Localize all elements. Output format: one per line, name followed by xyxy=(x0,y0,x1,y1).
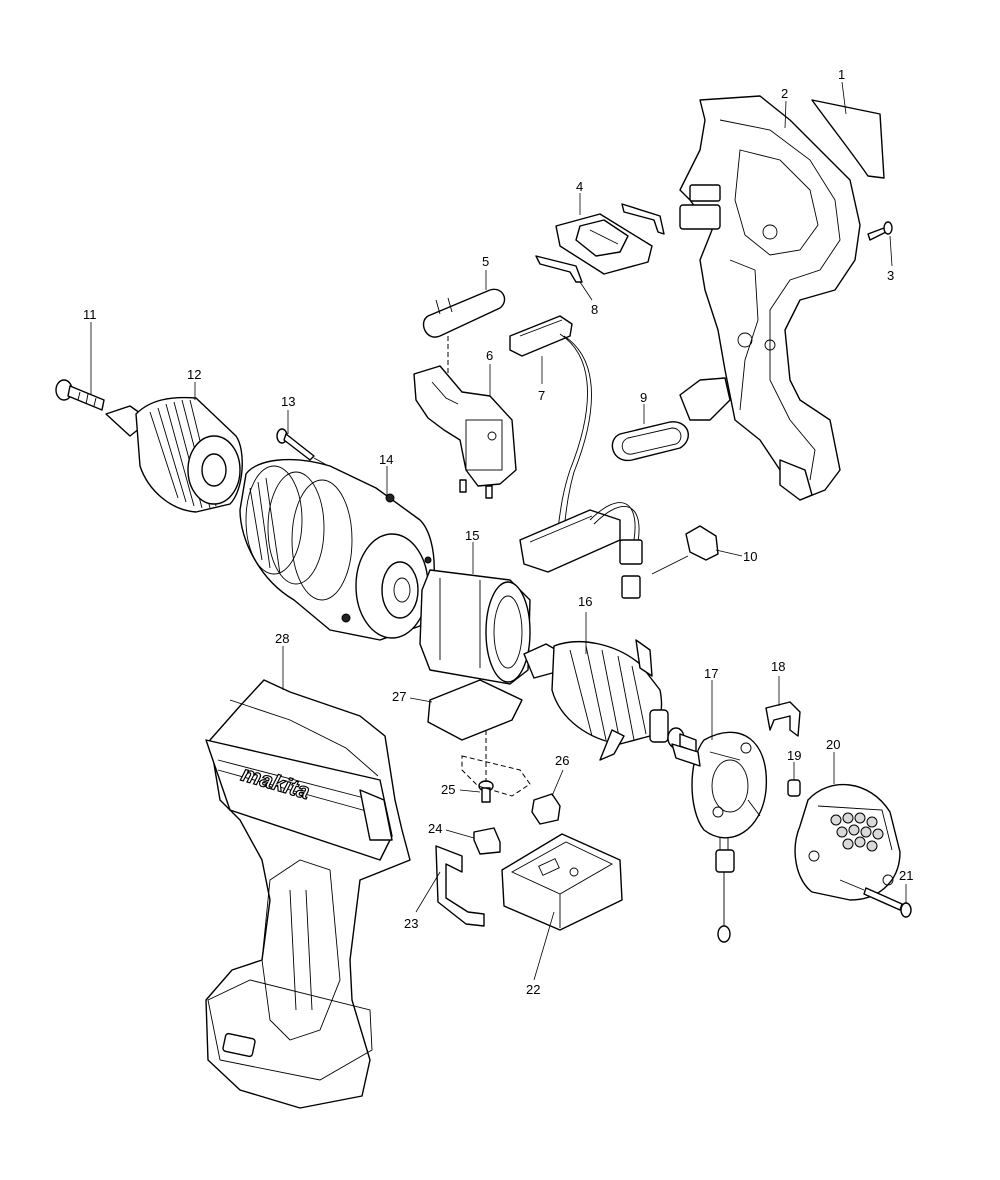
part-1-label xyxy=(811,81,885,179)
part-4-switch-lever xyxy=(555,193,653,275)
part-9-rubber-pad xyxy=(611,404,689,461)
part-6-switch xyxy=(413,364,517,499)
part-16-armature xyxy=(523,612,697,761)
callout-8: 8 xyxy=(591,302,598,317)
part-12-drill-chuck xyxy=(105,382,243,513)
part-18-clip xyxy=(765,676,801,737)
callout-22: 22 xyxy=(526,982,540,997)
callout-5: 5 xyxy=(482,254,489,269)
part-5-switch-cap xyxy=(422,270,506,378)
part-3-screw xyxy=(867,221,893,267)
callout-3: 3 xyxy=(887,268,894,283)
part-19-carbon-brush xyxy=(787,762,801,797)
callout-4: 4 xyxy=(576,179,583,194)
part-24-block xyxy=(445,827,501,855)
callout-2: 2 xyxy=(781,86,788,101)
part-7-led-circuit xyxy=(509,315,592,541)
callout-13: 13 xyxy=(281,394,295,409)
part-17-brush-holder xyxy=(671,680,768,943)
callout-15: 15 xyxy=(465,528,479,543)
callout-27: 27 xyxy=(392,689,406,704)
callout-6: 6 xyxy=(486,348,493,363)
callout-26: 26 xyxy=(555,753,569,768)
part-8-springs xyxy=(535,203,665,301)
callout-11: 11 xyxy=(83,307,97,322)
part-20-rear-cover xyxy=(794,752,901,901)
controller-assembly xyxy=(519,502,643,599)
callout-12: 12 xyxy=(187,367,201,382)
callout-10: 10 xyxy=(743,549,757,564)
callout-20: 20 xyxy=(826,737,840,752)
part-25-screw xyxy=(459,690,494,803)
callout-17: 17 xyxy=(704,666,718,681)
part-26-spacer xyxy=(531,769,564,825)
callout-24: 24 xyxy=(428,821,442,836)
callout-14: 14 xyxy=(379,452,393,467)
part-11-screw xyxy=(55,322,105,411)
part-27-pad xyxy=(409,679,531,797)
part-14-gear-assembly xyxy=(239,458,435,641)
callout-16: 16 xyxy=(578,594,592,609)
callout-18: 18 xyxy=(771,659,785,674)
callout-numbers: 1 2 3 4 5 6 7 8 9 10 11 12 13 14 15 16 1… xyxy=(83,67,913,997)
part-10-clip xyxy=(651,525,743,575)
callout-7: 7 xyxy=(538,388,545,403)
callout-28: 28 xyxy=(275,631,289,646)
part-23-terminal xyxy=(415,845,485,927)
callout-19: 19 xyxy=(787,748,801,763)
part-21-screw xyxy=(839,879,912,918)
callout-9: 9 xyxy=(640,390,647,405)
callout-23: 23 xyxy=(404,916,418,931)
part-28-housing-left: makita xyxy=(205,646,411,1109)
callout-21: 21 xyxy=(899,868,913,883)
part-15-field-housing xyxy=(419,542,531,685)
part-22-controller xyxy=(501,833,623,981)
callout-25: 25 xyxy=(441,782,455,797)
callout-1: 1 xyxy=(838,67,845,82)
part-2-housing-right xyxy=(679,95,861,501)
